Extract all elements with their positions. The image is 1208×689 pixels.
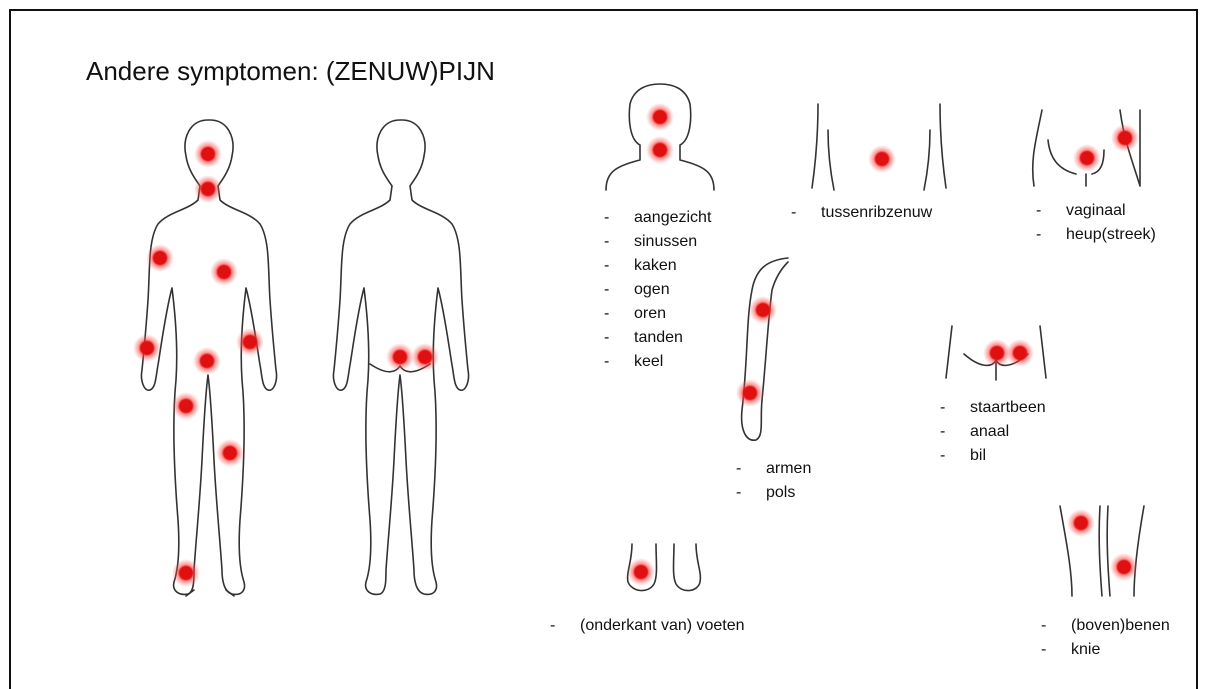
- pain-marker-thigh: [172, 392, 200, 420]
- list-item: -tussenribzenuw: [791, 201, 932, 225]
- pain-marker-foot: [172, 559, 200, 587]
- pain-marker-knee-closeup: [1110, 553, 1138, 581]
- pain-marker-upper-leg: [1067, 509, 1095, 537]
- pain-marker-vaginal: [1073, 144, 1101, 172]
- list-item: -anaal: [940, 420, 1046, 444]
- list-item: -heup(streek): [1036, 223, 1156, 247]
- pain-marker-wrist: [736, 379, 764, 407]
- list-item: -aangezicht: [604, 206, 711, 230]
- list-item: -vaginaal: [1036, 199, 1156, 223]
- pain-marker-buttock: [1006, 339, 1034, 367]
- pain-marker-buttock-right: [411, 343, 439, 371]
- arm-symptom-list: -armen -pols: [736, 457, 811, 505]
- legs-symptom-list: -(boven)benen -knie: [1041, 614, 1170, 662]
- pain-marker-left-hip: [236, 328, 264, 356]
- list-item: -sinussen: [604, 230, 711, 254]
- pain-marker-ribs: [868, 145, 896, 173]
- list-item: -keel: [604, 350, 711, 374]
- list-item: -(onderkant van) voeten: [550, 614, 745, 638]
- pain-marker-buttock-left: [386, 343, 414, 371]
- pain-marker-neck: [646, 136, 674, 164]
- pain-marker-shoulder: [146, 244, 174, 272]
- pain-marker-sole: [627, 558, 655, 586]
- chest-symptom-list: -tussenribzenuw: [791, 201, 932, 225]
- pain-marker-upper-arm: [749, 296, 777, 324]
- list-item: -pols: [736, 481, 811, 505]
- pain-marker-right-wrist: [133, 334, 161, 362]
- pain-marker-groin: [193, 347, 221, 375]
- pain-marker-hip: [1111, 124, 1139, 152]
- head-symptom-list: -aangezicht -sinussen -kaken -ogen -oren…: [604, 206, 711, 374]
- foot-symptom-list: -(onderkant van) voeten: [550, 614, 745, 638]
- list-item: -armen: [736, 457, 811, 481]
- list-item: -staartbeen: [940, 396, 1046, 420]
- list-item: -ogen: [604, 278, 711, 302]
- list-item: -oren: [604, 302, 711, 326]
- arm-closeup: [742, 258, 788, 440]
- pain-marker-head: [194, 140, 222, 168]
- list-item: -knie: [1041, 638, 1170, 662]
- pain-marker-throat: [194, 175, 222, 203]
- buttock-symptom-list: -staartbeen -anaal -bil: [940, 396, 1046, 468]
- list-item: -(boven)benen: [1041, 614, 1170, 638]
- pain-marker-knee: [216, 439, 244, 467]
- pelvis-symptom-list: -vaginaal -heup(streek): [1036, 199, 1156, 247]
- pain-marker-chest: [210, 258, 238, 286]
- list-item: -kaken: [604, 254, 711, 278]
- list-item: -tanden: [604, 326, 711, 350]
- pain-marker-face: [646, 103, 674, 131]
- list-item: -bil: [940, 444, 1046, 468]
